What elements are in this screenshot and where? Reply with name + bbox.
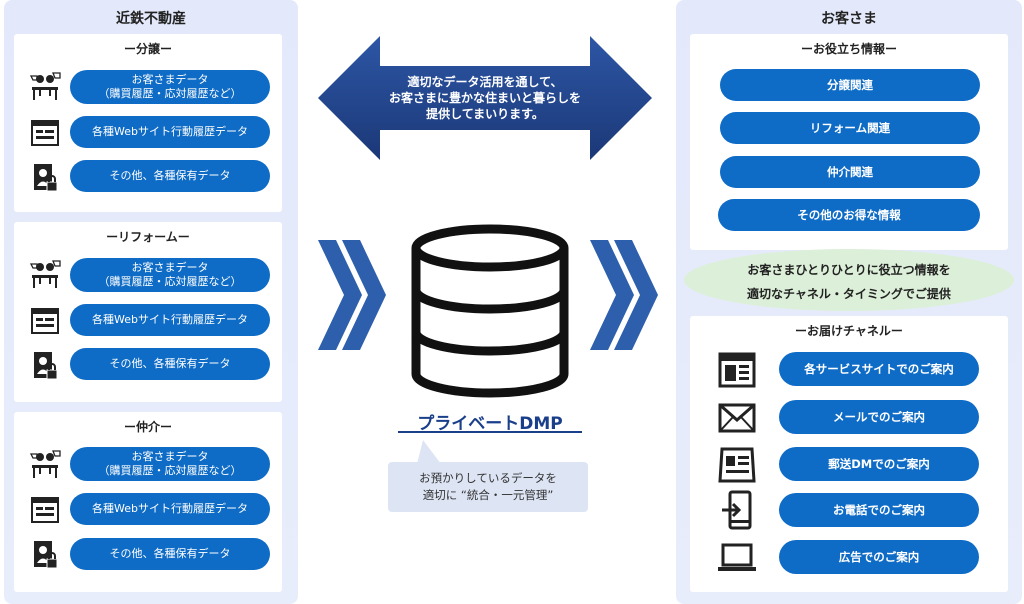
info-title: ーお役立ち情報ー bbox=[800, 42, 897, 56]
benefit-line: 適切なチャネル・タイミングでご提供 bbox=[747, 287, 951, 301]
info-pill-bunjo: 分譲関連 bbox=[720, 69, 980, 101]
document-lock-icon bbox=[30, 350, 60, 386]
benefit-line: お客さまひとりひとりに役立つ情報を bbox=[747, 263, 951, 277]
newspaper-icon bbox=[716, 446, 758, 488]
benefit-oval: お客さまひとりひとりに役立つ情報を 適切なチャネル・タイミングでご提供 bbox=[684, 249, 1014, 311]
section-title: ーリフォームー bbox=[106, 230, 190, 244]
phone-icon bbox=[720, 490, 754, 534]
channel-pill-ad: 広告でのご案内 bbox=[779, 540, 979, 574]
double-arrow bbox=[318, 36, 652, 160]
dmp-label: プライベートDMP bbox=[417, 414, 563, 434]
database-icon bbox=[411, 224, 569, 398]
bubble-text: お預かりしているデータを 適切に “統合・一元管理” bbox=[419, 471, 557, 502]
arrow-message: 適切なデータ活用を通して、 お客さまに豊かな住まいと暮らしを 提供してまいります… bbox=[388, 75, 581, 121]
data-pill-customer: お客さまデータ （購買履歴・応対履歴など） bbox=[70, 447, 270, 481]
document-lock-icon bbox=[30, 162, 60, 198]
channel-pill-phone: お電話でのご案内 bbox=[779, 493, 979, 527]
website-icon bbox=[718, 352, 756, 392]
dmp-underline bbox=[398, 431, 582, 433]
web-page-icon bbox=[30, 495, 60, 529]
data-pill-customer: お客さまデータ （購買履歴・応対履歴など） bbox=[70, 70, 270, 104]
bubble-tail bbox=[417, 440, 441, 464]
web-page-icon bbox=[30, 118, 60, 152]
info-pill-chukai: 仲介関連 bbox=[720, 156, 980, 188]
data-pill-web: 各種Webサイト行動履歴データ bbox=[70, 493, 270, 525]
channel-title: ーお届けチャネルー bbox=[795, 324, 903, 338]
meeting-icon bbox=[28, 258, 62, 296]
laptop-icon bbox=[716, 542, 758, 578]
data-pill-other: その他、各種保有データ bbox=[70, 348, 270, 380]
section-title: ー仲介ー bbox=[123, 420, 172, 434]
section-title: ー分譲ー bbox=[123, 42, 172, 56]
data-pill-web: 各種Webサイト行動履歴データ bbox=[70, 304, 270, 336]
data-pill-other: その他、各種保有データ bbox=[70, 538, 270, 570]
channel-pill-website: 各サービスサイトでのご案内 bbox=[779, 352, 979, 386]
info-pill-other: その他のお得な情報 bbox=[718, 199, 980, 231]
web-page-icon bbox=[30, 306, 60, 340]
meeting-icon bbox=[28, 448, 62, 486]
data-pill-other: その他、各種保有データ bbox=[70, 160, 270, 192]
channel-pill-mail: メールでのご案内 bbox=[779, 400, 979, 434]
data-pill-customer: お客さまデータ （購買履歴・応対履歴など） bbox=[70, 258, 270, 292]
channel-pill-dm: 郵送DMでのご案内 bbox=[779, 447, 979, 481]
meeting-icon bbox=[28, 70, 62, 108]
left-panel-title: 近鉄不動産 bbox=[116, 11, 186, 27]
data-pill-web: 各種Webサイト行動履歴データ bbox=[70, 116, 270, 148]
speech-bubble: お預かりしているデータを 適切に “統合・一元管理” bbox=[388, 462, 588, 512]
chevron-right-icon bbox=[318, 240, 386, 350]
document-lock-icon bbox=[30, 539, 60, 575]
info-pill-reform: リフォーム関連 bbox=[720, 112, 980, 144]
mail-icon bbox=[718, 402, 756, 438]
right-panel-title: お客さま bbox=[821, 11, 877, 27]
chevron-right-icon bbox=[590, 240, 658, 350]
